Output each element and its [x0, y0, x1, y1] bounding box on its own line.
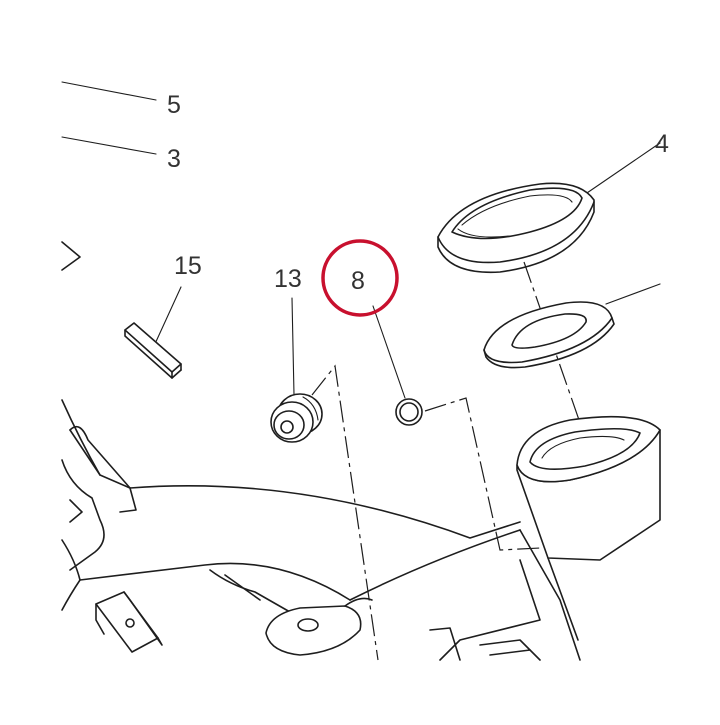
axis-13 [311, 364, 379, 661]
callout-4-partial: 4 [655, 130, 669, 158]
left-edge-part [61, 241, 81, 271]
bracket-bottom-left [95, 591, 163, 653]
frame-body [61, 399, 581, 661]
leader-15 [153, 286, 182, 347]
leader-5 [61, 81, 157, 101]
part-15-plate [124, 322, 182, 379]
callout-15: 15 [174, 252, 202, 280]
axis-8 [424, 397, 541, 551]
part-headstock-tube [516, 415, 661, 561]
leader-3 [61, 136, 157, 155]
callout-8: 8 [351, 267, 365, 295]
leader-8 [372, 305, 406, 399]
part-13-bushing [270, 393, 323, 443]
part-washer [483, 301, 615, 369]
callout-8-highlight-circle [321, 239, 399, 317]
leader-13 [291, 297, 295, 396]
frame-lug [209, 569, 373, 656]
callout-5: 5 [167, 91, 181, 119]
callout-13: 13 [274, 265, 302, 293]
callout-3: 3 [167, 145, 181, 173]
part-4-seal-ring [437, 182, 595, 274]
leader-washer [605, 283, 661, 305]
axis-right [523, 261, 587, 441]
part-8-o-ring [395, 398, 423, 426]
leader-4 [583, 142, 661, 196]
